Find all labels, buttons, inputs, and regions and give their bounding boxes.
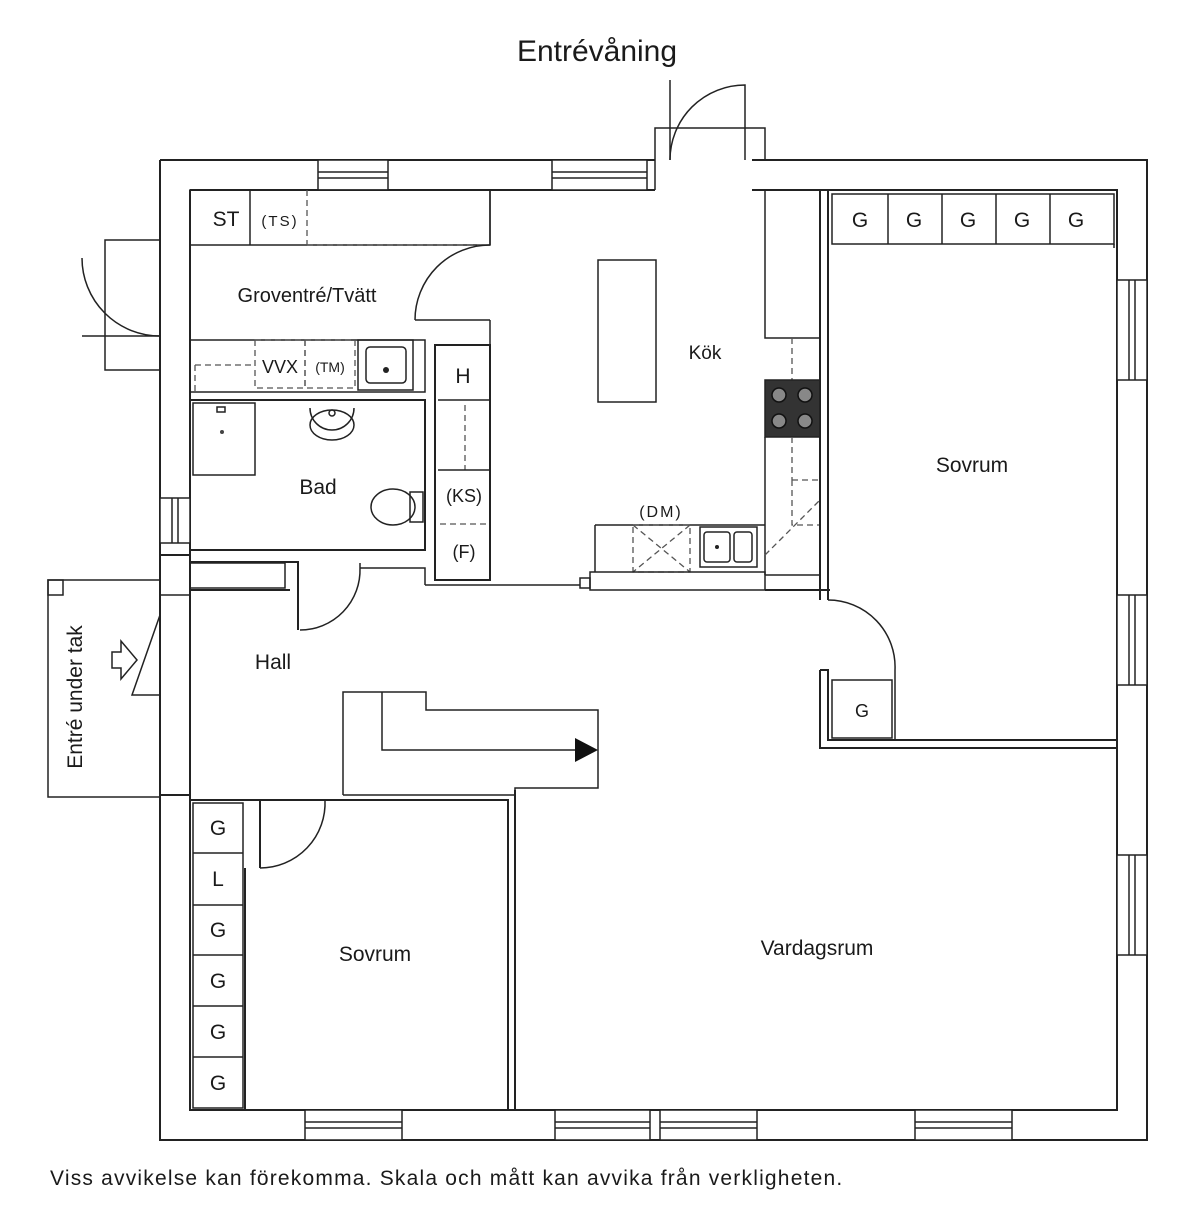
bedroom-left-area: [190, 790, 516, 1110]
bathroom-area: [190, 399, 426, 551]
wardrobe-left-label: G: [210, 817, 226, 840]
wardrobe-left-label: G: [210, 1021, 226, 1044]
appliance-ks: (KS): [446, 486, 482, 506]
room-label-groventre: Groventré/Tvätt: [238, 285, 377, 307]
wardrobe-left-label: G: [210, 1072, 226, 1095]
appliance-st: ST: [213, 208, 240, 231]
kitchen-column: [425, 344, 580, 586]
wardrobe-top-label: G: [906, 209, 922, 232]
room-label-vardagsrum: Vardagsrum: [761, 937, 874, 960]
wardrobe-top-label: G: [1068, 209, 1084, 232]
stove-icon: [764, 379, 821, 438]
room-label-bad: Bad: [299, 476, 336, 499]
appliance-vvx: VVX: [262, 357, 298, 377]
plan-title: Entrévåning: [517, 35, 677, 68]
outer-wall-outer: [159, 159, 1148, 1141]
wardrobe-right-small: G: [855, 701, 869, 721]
room-label-sovrum-left: Sovrum: [339, 943, 411, 966]
appliance-f: (F): [453, 542, 476, 562]
top-door: [654, 80, 766, 190]
room-label-hall: Hall: [255, 651, 291, 674]
bedroom-right-area: [819, 190, 1117, 749]
wardrobe-top-label: G: [960, 209, 976, 232]
stair-area: [342, 691, 599, 796]
groventre-area: [189, 189, 491, 393]
room-label-kok: Kök: [689, 343, 722, 364]
appliance-dm: (DM): [639, 504, 683, 521]
kitchen-area: [579, 190, 830, 591]
wardrobe-top-label: G: [852, 209, 868, 232]
wardrobe-top-label: G: [1014, 209, 1030, 232]
outer-wall-inner: [189, 189, 1118, 1111]
wardrobe-left-label: G: [210, 970, 226, 993]
wardrobe-left: G L G G G G: [210, 817, 226, 1095]
room-label-sovrum-right: Sovrum: [936, 454, 1008, 477]
appliance-ts: (TS): [261, 213, 298, 230]
wardrobe-left-label: G: [210, 919, 226, 942]
entrance-label: Entré under tak: [64, 625, 87, 769]
stair-arrow-icon: [575, 738, 598, 762]
wardrobe-left-label: L: [212, 868, 224, 891]
windows: [159, 159, 1148, 1141]
hall-area: [160, 554, 426, 800]
disclaimer-text: Viss avvikelse kan förekomma. Skala och …: [50, 1167, 843, 1190]
entrance-area: [47, 579, 161, 798]
appliance-tm: (TM): [315, 359, 345, 375]
entry-arrow-icon: [111, 638, 138, 682]
left-door: [81, 239, 161, 371]
appliance-h: H: [455, 365, 470, 388]
